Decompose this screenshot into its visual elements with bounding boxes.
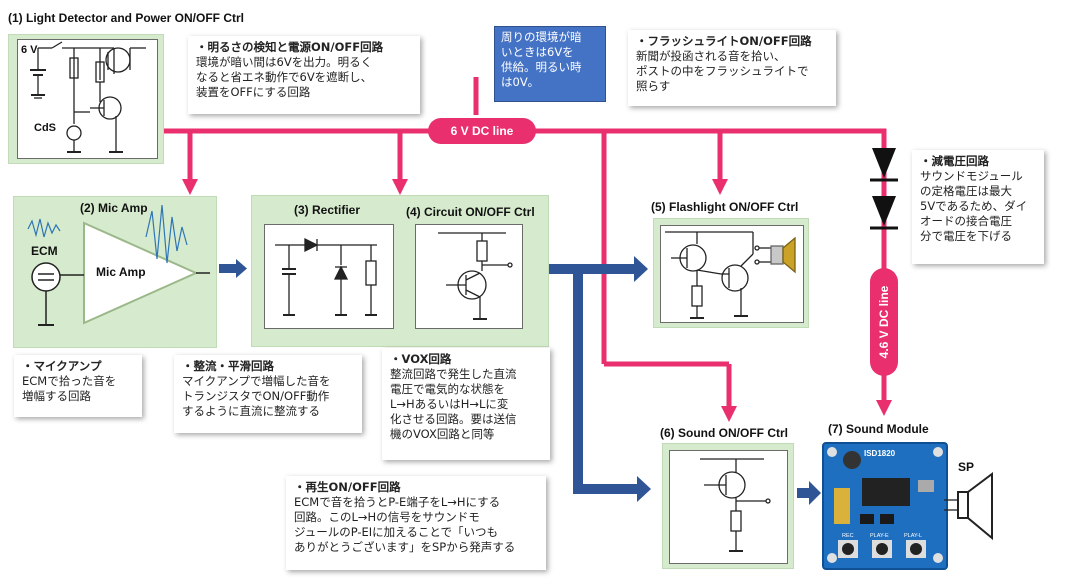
note-mic-amp: ・マイクアンプ ECMで拾った音を 増幅する回路 xyxy=(14,355,142,417)
note-light-detector: ・明るさの検知と電源ON/OFF回路 環境が暗い間は6Vを出力。明るく なると省… xyxy=(188,36,420,114)
note-heading: ・再生ON/OFF回路 xyxy=(294,480,401,494)
chip-label: ISD1820 xyxy=(864,449,896,458)
note-line: 化させる回路。要は送信 xyxy=(390,412,517,426)
note-line: するように直流に整流する xyxy=(182,404,320,418)
ecm-label: ECM xyxy=(31,244,58,258)
flashlight-schematic xyxy=(660,225,804,323)
note-line: 電圧で電気的な状態を xyxy=(390,382,505,396)
block-6-title: (6) Sound ON/OFF Ctrl xyxy=(660,426,788,440)
note-line: ありがとうございます」をSPから発声する xyxy=(294,540,516,554)
note-line: 装置をOFFにする回路 xyxy=(196,85,311,99)
note-line: 新聞が投函される音を拾い、 xyxy=(636,49,786,63)
note-heading: ・VOX回路 xyxy=(390,352,452,366)
sound-module-graphic: ISD1820 REC PLAY-E PLAY-L xyxy=(827,447,943,563)
note-line: 整流回路で発生した直流 xyxy=(390,367,517,381)
play-l-label: PLAY-L xyxy=(904,533,922,539)
block-4-title: (4) Circuit ON/OFF Ctrl xyxy=(406,205,535,219)
block-2-mic-amp: (2) Mic Amp ECM Mic Amp xyxy=(13,196,217,348)
note-line: L→HあるいはH→Lに変 xyxy=(390,397,509,411)
note-playback: ・再生ON/OFF回路 ECMで音を拾うとP-E端子をL→Hにする 回路。このL… xyxy=(286,476,546,570)
note-line: 回路。このL→Hの信号をサウンドモ xyxy=(294,510,480,524)
note-line: ECMで拾った音を xyxy=(22,374,117,388)
note-line: トランジスタでON/OFF動作 xyxy=(182,389,330,403)
note-flashlight: ・フラッシュライトON/OFF回路 新聞が投函される音を拾い、 ポストの中をフラ… xyxy=(628,30,836,106)
block-5-title: (5) Flashlight ON/OFF Ctrl xyxy=(651,200,799,214)
note-line: 増幅する回路 xyxy=(22,389,91,403)
sound-ctrl-schematic xyxy=(669,450,788,564)
note-vox: ・VOX回路 整流回路で発生した直流 電圧で電気的な状態を L→HあるいはH→L… xyxy=(382,348,550,460)
4.6v-dc-line-label: 4.6 V DC line xyxy=(877,285,891,359)
light-detector-schematic: 6 V CdS xyxy=(17,39,158,159)
6v-label: 6 V xyxy=(21,44,38,56)
cds-label: CdS xyxy=(34,122,56,134)
block-5-flashlight xyxy=(653,218,809,328)
note-rectifier: ・整流・平滑回路 マイクアンプで増幅した音を トランジスタでON/OFF動作 す… xyxy=(174,355,362,433)
mic-amp-schematic xyxy=(27,204,210,326)
note-line: 照らす xyxy=(636,79,671,93)
callout-line: 周りの環境が暗 xyxy=(501,30,582,44)
block-3-4-rectifier-vox: (3) Rectifier (4) Circuit ON/OFF Ctrl xyxy=(251,195,549,347)
note-heading: ・フラッシュライトON/OFF回路 xyxy=(636,34,812,48)
note-voltage-drop: ・減電圧回路 サウンドモジュール の定格電圧は最大 5Vであるため、ダイ オード… xyxy=(912,150,1044,264)
note-line: 5Vであるため、ダイ xyxy=(920,199,1028,213)
note-line: オードの接合電圧 xyxy=(920,214,1012,228)
note-line: の定格電圧は最大 xyxy=(920,184,1012,198)
6v-dc-line-label: 6 V DC line xyxy=(428,118,536,144)
mic-amp-label: Mic Amp xyxy=(96,265,146,279)
callout-line: いときは6Vを xyxy=(501,45,574,59)
callout-line: 供給。明るい時 xyxy=(501,60,582,74)
note-line: 環境が暗い間は6Vを出力。明るく xyxy=(196,55,373,69)
callout-line: は0V。 xyxy=(501,75,540,89)
note-line: マイクアンプで増幅した音を xyxy=(182,374,331,388)
dark-supply-callout: 周りの環境が暗 いときは6Vを 供給。明るい時 は0V。 xyxy=(494,26,606,102)
speaker-icon xyxy=(944,472,993,541)
vox-schematic xyxy=(415,224,523,329)
4.6v-dc-line-pill: 4.6 V DC line xyxy=(870,268,898,376)
note-line: なると省エネ動作で6Vを遮断し、 xyxy=(196,70,373,84)
block-2-title: (2) Mic Amp xyxy=(80,201,148,215)
note-line: ジュールのP-EIに加えることで「いつも xyxy=(294,525,498,539)
note-line: ECMで音を拾うとP-E端子をL→Hにする xyxy=(294,495,501,509)
rectifier-schematic xyxy=(264,224,394,329)
note-heading: ・減電圧回路 xyxy=(920,154,989,168)
note-line: 分で電圧を下げる xyxy=(920,229,1012,243)
note-heading: ・明るさの検知と電源ON/OFF回路 xyxy=(196,40,384,54)
block-1-light-detector: 6 V CdS xyxy=(8,34,164,164)
note-line: サウンドモジュール xyxy=(920,169,1023,183)
play-e-label: PLAY-E xyxy=(870,533,889,539)
block-6-sound-ctrl xyxy=(662,443,794,569)
note-heading: ・マイクアンプ xyxy=(22,359,102,373)
block-3-title: (3) Rectifier xyxy=(294,203,361,217)
diode-chain xyxy=(870,148,898,230)
rec-label: REC xyxy=(842,533,854,539)
block-7-title: (7) Sound Module xyxy=(828,422,929,436)
sound-module-board: ISD1820 REC PLAY-E PLAY-L xyxy=(822,442,948,570)
block-1-title: (1) Light Detector and Power ON/OFF Ctrl xyxy=(8,11,245,25)
note-heading: ・整流・平滑回路 xyxy=(182,359,274,373)
note-line: 機のVOX回路と同等 xyxy=(390,427,495,441)
sp-label: SP xyxy=(958,460,975,474)
note-line: ポストの中をフラッシュライトで xyxy=(636,64,809,78)
